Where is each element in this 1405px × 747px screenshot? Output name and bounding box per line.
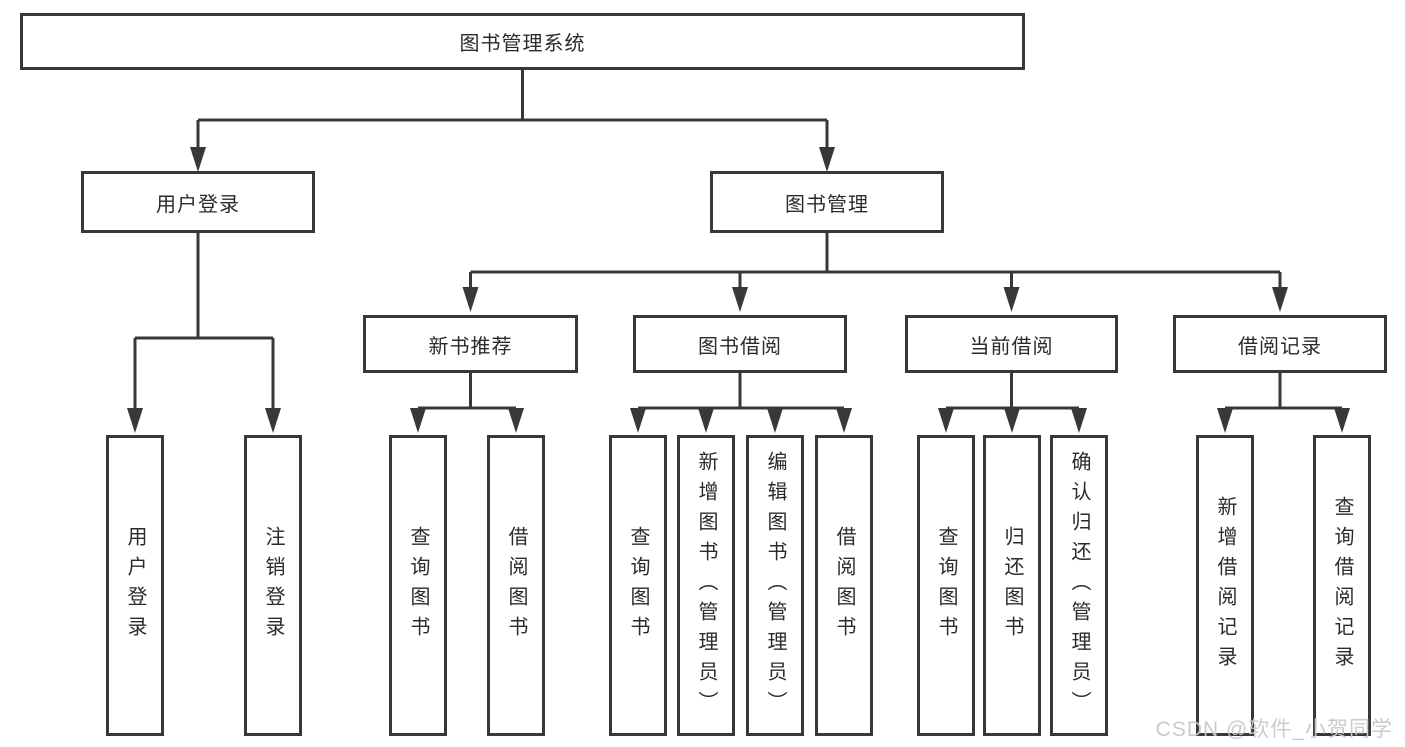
node-user-login-label: 用户登录: [156, 193, 240, 216]
leaf-user-login: 用户登录: [106, 435, 164, 736]
leaf-query-book-current-label: 查询图书: [935, 525, 957, 646]
leaf-query-borrow-record-label: 查询借阅记录: [1331, 495, 1353, 676]
leaf-logout: 注销登录: [244, 435, 302, 736]
node-root: 图书管理系统: [20, 13, 1025, 70]
leaf-borrow-book-recommend: 借阅图书: [487, 435, 545, 736]
leaf-edit-book-admin: 编辑图书（管理员）: [746, 435, 804, 736]
node-new-book-recommend-label: 新书推荐: [428, 335, 513, 358]
leaf-borrow-book: 借阅图书: [815, 435, 873, 736]
node-book-management-label: 图书管理: [785, 193, 869, 216]
leaf-query-book-borrow-label: 查询图书: [627, 525, 649, 646]
leaf-query-book-borrow: 查询图书: [609, 435, 667, 736]
node-book-management: 图书管理: [710, 171, 944, 233]
node-user-login: 用户登录: [81, 171, 315, 233]
leaf-return-book: 归还图书: [983, 435, 1041, 736]
node-new-book-recommend: 新书推荐: [363, 315, 578, 373]
watermark: CSDN @软件_小贺同学: [1155, 718, 1393, 741]
leaf-borrow-book-recommend-label: 借阅图书: [505, 525, 527, 646]
leaf-return-book-label: 归还图书: [1001, 525, 1023, 646]
node-borrow-records-label: 借阅记录: [1238, 335, 1322, 358]
leaf-edit-book-admin-label: 编辑图书（管理员）: [764, 450, 786, 721]
leaf-logout-label: 注销登录: [262, 525, 284, 646]
leaf-query-book-current: 查询图书: [917, 435, 975, 736]
node-book-borrow-label: 图书借阅: [698, 335, 782, 358]
leaf-add-book-admin: 新增图书（管理员）: [677, 435, 735, 736]
leaf-user-login-label: 用户登录: [124, 525, 146, 646]
leaf-query-borrow-record: 查询借阅记录: [1313, 435, 1371, 736]
leaf-add-borrow-record: 新增借阅记录: [1196, 435, 1254, 736]
leaf-borrow-book-label: 借阅图书: [833, 525, 855, 646]
leaf-add-book-admin-label: 新增图书（管理员）: [695, 450, 717, 721]
node-book-borrow: 图书借阅: [633, 315, 847, 373]
leaf-add-borrow-record-label: 新增借阅记录: [1214, 495, 1236, 676]
leaf-query-book-recommend: 查询图书: [389, 435, 447, 736]
node-borrow-records: 借阅记录: [1173, 315, 1387, 373]
leaf-query-book-recommend-label: 查询图书: [407, 525, 429, 646]
node-current-borrow-label: 当前借阅: [969, 335, 1054, 358]
leaf-confirm-return-admin: 确认归还（管理员）: [1050, 435, 1108, 736]
node-current-borrow: 当前借阅: [905, 315, 1118, 373]
node-root-label: 图书管理系统: [459, 33, 586, 55]
leaf-confirm-return-admin-label: 确认归还（管理员）: [1068, 450, 1090, 721]
